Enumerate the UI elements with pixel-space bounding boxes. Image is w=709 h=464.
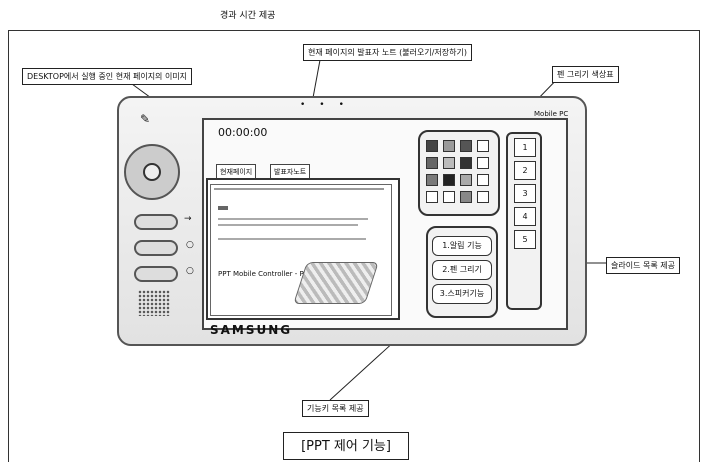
pen-draw-button[interactable]: 2.펜 그리기 — [432, 260, 492, 280]
color-swatch[interactable] — [443, 191, 455, 203]
slide-preview-title: PPT Mobile Controller - PC — [218, 270, 309, 278]
slide-button-4[interactable]: 4 — [514, 207, 536, 226]
color-swatch[interactable] — [460, 174, 472, 186]
callout-speaker-note: 현재 페이지의 발표자 노트 (불러오기/저장하기) — [303, 44, 472, 61]
speaker-grille — [138, 290, 170, 316]
side-key-arrow-icon: → — [184, 214, 192, 224]
device-model-label: Mobile PC — [534, 110, 569, 118]
speaker-function-button[interactable]: 3.스피커기능 — [432, 284, 492, 304]
figure-frame — [8, 30, 700, 462]
color-swatch[interactable] — [460, 191, 472, 203]
elapsed-time-label: 경과 시간 제공 — [220, 11, 276, 21]
preview-text-line — [218, 206, 228, 210]
side-button-2[interactable] — [134, 240, 178, 256]
color-swatch[interactable] — [477, 140, 489, 152]
preview-text-line — [218, 218, 368, 220]
color-swatch[interactable] — [426, 157, 438, 169]
slide-button-2[interactable]: 2 — [514, 161, 536, 180]
dial-center-button[interactable] — [143, 163, 161, 181]
device-brand: SAMSUNG — [210, 323, 293, 337]
side-button-1[interactable] — [134, 214, 178, 230]
color-swatch[interactable] — [443, 157, 455, 169]
color-swatch[interactable] — [460, 140, 472, 152]
callout-pen-color: 펜 그리기 색상표 — [552, 66, 619, 83]
callout-desktop-image: DESKTOP에서 실행 중인 현재 페이지의 이미지 — [22, 68, 193, 85]
slide-button-1[interactable]: 1 — [514, 138, 536, 157]
pen-icon: ✎ — [140, 112, 151, 126]
preview-text-line — [214, 188, 384, 190]
color-swatch[interactable] — [426, 174, 438, 186]
color-swatch[interactable] — [477, 174, 489, 186]
color-swatch[interactable] — [426, 191, 438, 203]
color-swatch[interactable] — [443, 140, 455, 152]
preview-text-line — [218, 224, 358, 226]
figure-title: [PPT 제어 기능] — [283, 432, 409, 460]
elapsed-timer: 00:00:00 — [218, 126, 268, 139]
color-swatch[interactable] — [443, 174, 455, 186]
alert-function-button[interactable]: 1.알림 기능 — [432, 236, 492, 256]
color-swatch[interactable] — [460, 157, 472, 169]
slide-button-3[interactable]: 3 — [514, 184, 536, 203]
callout-function-list: 기능키 목록 제공 — [302, 400, 369, 417]
color-swatch[interactable] — [426, 140, 438, 152]
side-key-circle-icon: ○ — [186, 240, 194, 250]
keyboard-illustration — [293, 262, 379, 304]
side-key-circle-icon-2: ○ — [186, 266, 194, 276]
preview-text-line — [218, 238, 366, 240]
color-swatch[interactable] — [477, 157, 489, 169]
device-leds: ••• — [300, 100, 358, 110]
color-swatch[interactable] — [477, 191, 489, 203]
callout-slide-list: 슬라이드 목록 제공 — [606, 257, 680, 274]
slide-button-5[interactable]: 5 — [514, 230, 536, 249]
side-button-3[interactable] — [134, 266, 178, 282]
